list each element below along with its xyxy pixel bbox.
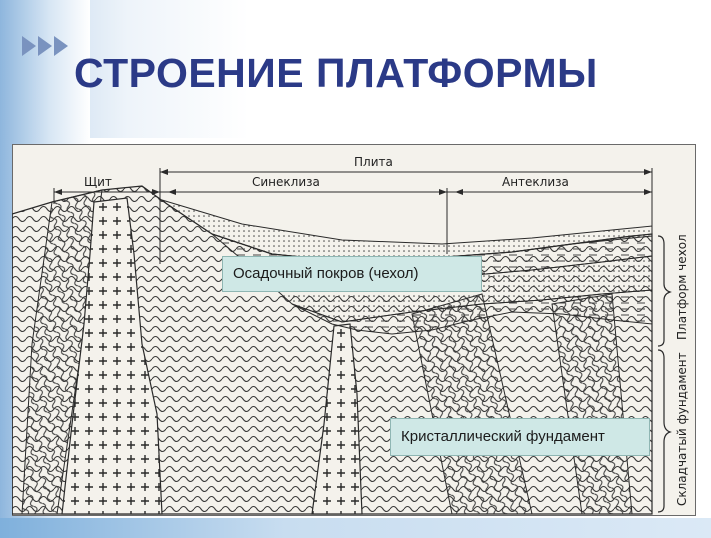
- bottom-gradient-band: [0, 518, 711, 538]
- platform-structure-diagram: Плита Щит Синеклиза Антеклиза Платформ ч…: [12, 155, 689, 515]
- callout-crystalline-basement: Кристаллический фундамент: [390, 418, 650, 456]
- cover-layer-4: [291, 289, 653, 335]
- label-syneclise: Синеклиза: [252, 175, 320, 189]
- label-cover-side: Платформ чехол: [675, 234, 689, 340]
- slide-title: СТРОЕНИЕ ПЛАТФОРМЫ: [74, 50, 598, 96]
- folded-strip-left: [21, 189, 103, 515]
- label-folded-basement-side: Складчатый фундамент: [675, 352, 689, 506]
- callout-sedimentary-cover: Осадочный покров (чехол): [222, 256, 482, 292]
- label-shield: Щит: [84, 175, 112, 189]
- label-plate: Плита: [354, 155, 393, 169]
- header-background: [0, 0, 711, 138]
- label-anteclise: Антеклиза: [502, 175, 569, 189]
- triple-arrow-icon: [22, 36, 68, 56]
